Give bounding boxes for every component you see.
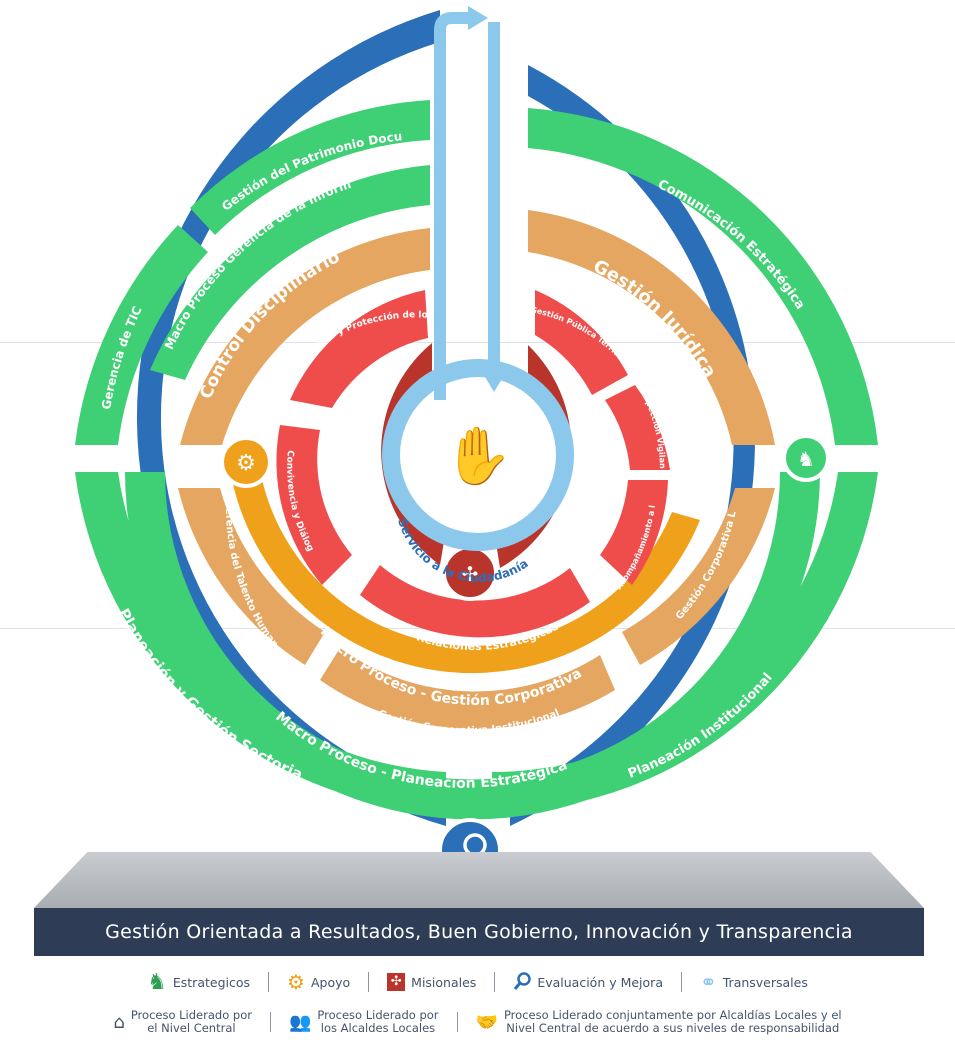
gears-icon: ⚙ (236, 451, 256, 476)
chess-knight-icon: ♞ (147, 969, 167, 995)
platform-top (34, 852, 924, 908)
legend-conjunto: 🤝 Proceso Liderado conjuntamente por Alc… (476, 1009, 842, 1035)
legend-process-types: ♞ Estrategicos ⚙ Apoyo ✣ Misionales Eval… (0, 966, 955, 998)
legend-label: Evaluación y Mejora (537, 974, 663, 990)
green-band-tic[interactable] (75, 225, 208, 445)
red-segment-relaciones[interactable] (360, 565, 590, 638)
legend-label-line2: Nivel Central de acuerdo a sus niveles d… (506, 1021, 840, 1035)
green-band-comunicacion[interactable] (528, 108, 878, 445)
house-icon: ⌂ (113, 1011, 125, 1033)
gears-icon: ⚙ (287, 970, 305, 994)
legend-separator (269, 1012, 271, 1032)
green-band-macro-planeacion[interactable] (125, 472, 820, 820)
chess-knight-icon: ♞ (797, 447, 815, 471)
green-band-planeacion-institucional[interactable] (492, 472, 878, 812)
tan-band-juridica[interactable] (528, 210, 775, 445)
hands-icon: ✋ (443, 424, 513, 489)
guide-line-top (0, 342, 955, 343)
chain-link-icon: ⚭ (699, 970, 717, 994)
people-group-icon: 👥 (288, 1011, 312, 1033)
legend-separator (368, 972, 370, 992)
blue-ring-right[interactable] (510, 65, 755, 826)
process-map-diagram: ⚙ ✣ ✋ ♞ Evaluación Independiente Gestión… (75, 6, 878, 880)
red-segment-fomento[interactable] (290, 290, 428, 408)
green-band-patrimonio[interactable] (190, 100, 430, 235)
results-platform: Gestión Orientada a Resultados, Buen Gob… (34, 852, 924, 956)
platform-bar: Gestión Orientada a Resultados, Buen Gob… (34, 908, 924, 956)
legend-label-line1: Proceso Liderado conjuntamente por Alcal… (503, 1008, 842, 1022)
orange-ring-corporativa[interactable] (230, 470, 700, 674)
gears-badge (220, 436, 272, 488)
green-band-macro-informacion[interactable] (150, 165, 430, 380)
puzzle-icon: ✣ (462, 562, 479, 586)
legend-separator (680, 972, 682, 992)
legend-label-line2: el Nivel Central (147, 1021, 236, 1035)
legend-misionales: ✣ Misionales (387, 973, 476, 991)
tan-band-control[interactable] (180, 228, 430, 445)
legend-evaluacion: Evaluación y Mejora (513, 972, 663, 992)
magnifier-icon (514, 972, 532, 990)
legend-estrategicos: ♞ Estrategicos (147, 970, 250, 995)
red-segment-gestion-publica[interactable] (535, 290, 628, 395)
legend-label-line1: Proceso Liderado por (317, 1008, 439, 1022)
handshake-icon: 🤝 (475, 1011, 498, 1033)
legend-label: Estrategicos (172, 974, 251, 990)
legend-label-line1: Proceso Liderado por (130, 1008, 252, 1022)
tan-band-talento[interactable] (178, 488, 325, 665)
legend-label: Misionales (411, 974, 477, 990)
legend-apoyo: ⚙ Apoyo (287, 970, 350, 994)
legend-separator (268, 972, 270, 992)
red-segment-acompanamiento[interactable] (600, 480, 668, 585)
arrow-out-head (468, 6, 488, 30)
legend-label: Transversales (722, 974, 808, 990)
puzzle-icon: ✣ (387, 973, 406, 991)
platform-label: Gestión Orientada a Resultados, Buen Gob… (105, 921, 853, 943)
knight-badge (782, 434, 830, 482)
legend-separator (494, 972, 496, 992)
center-disc[interactable] (400, 377, 556, 533)
darkred-ring-ddhh[interactable] (381, 343, 446, 565)
tan-band-corp-institucional[interactable] (320, 648, 615, 730)
legend-transversales: ⚭ Transversales (700, 970, 808, 994)
legend-separator (456, 1012, 458, 1032)
legend-label-line2: los Alcaldes Locales (320, 1021, 436, 1035)
tan-band-corp-local[interactable] (622, 488, 775, 665)
arrow-in-head (482, 372, 506, 392)
red-segment-convivencia[interactable] (276, 425, 352, 585)
arrow-out (434, 12, 470, 400)
red-segment-inspeccion[interactable] (605, 385, 670, 470)
legend-label: Apoyo (310, 974, 351, 990)
